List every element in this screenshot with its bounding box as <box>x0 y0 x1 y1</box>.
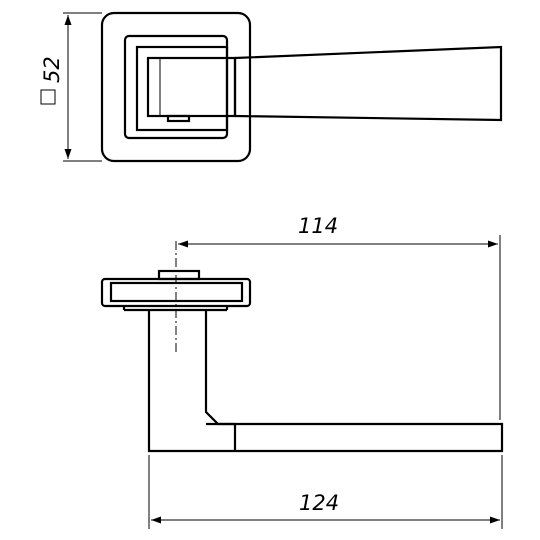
dimension-overall-length: 124 <box>148 455 503 529</box>
dimension-label-52: 52 <box>40 56 64 83</box>
rose-outer-square <box>100 11 252 163</box>
set-screw-slot <box>166 114 191 123</box>
neck-block <box>135 45 229 132</box>
rose-inner-square <box>123 34 229 140</box>
lever-side-profile <box>147 310 504 453</box>
dimension-label-114: 114 <box>298 214 338 238</box>
lever-neck-face <box>146 56 237 118</box>
lever-arm <box>234 45 503 122</box>
dimension-lever-length: 114 <box>178 214 501 420</box>
spindle-cap <box>157 269 201 281</box>
dimension-label-124: 124 <box>299 491 339 515</box>
side-view: 114 124 <box>100 214 504 529</box>
top-view: 52 <box>40 11 503 163</box>
square-symbol-icon <box>40 89 56 105</box>
dimension-rose-side: 52 <box>40 12 102 162</box>
